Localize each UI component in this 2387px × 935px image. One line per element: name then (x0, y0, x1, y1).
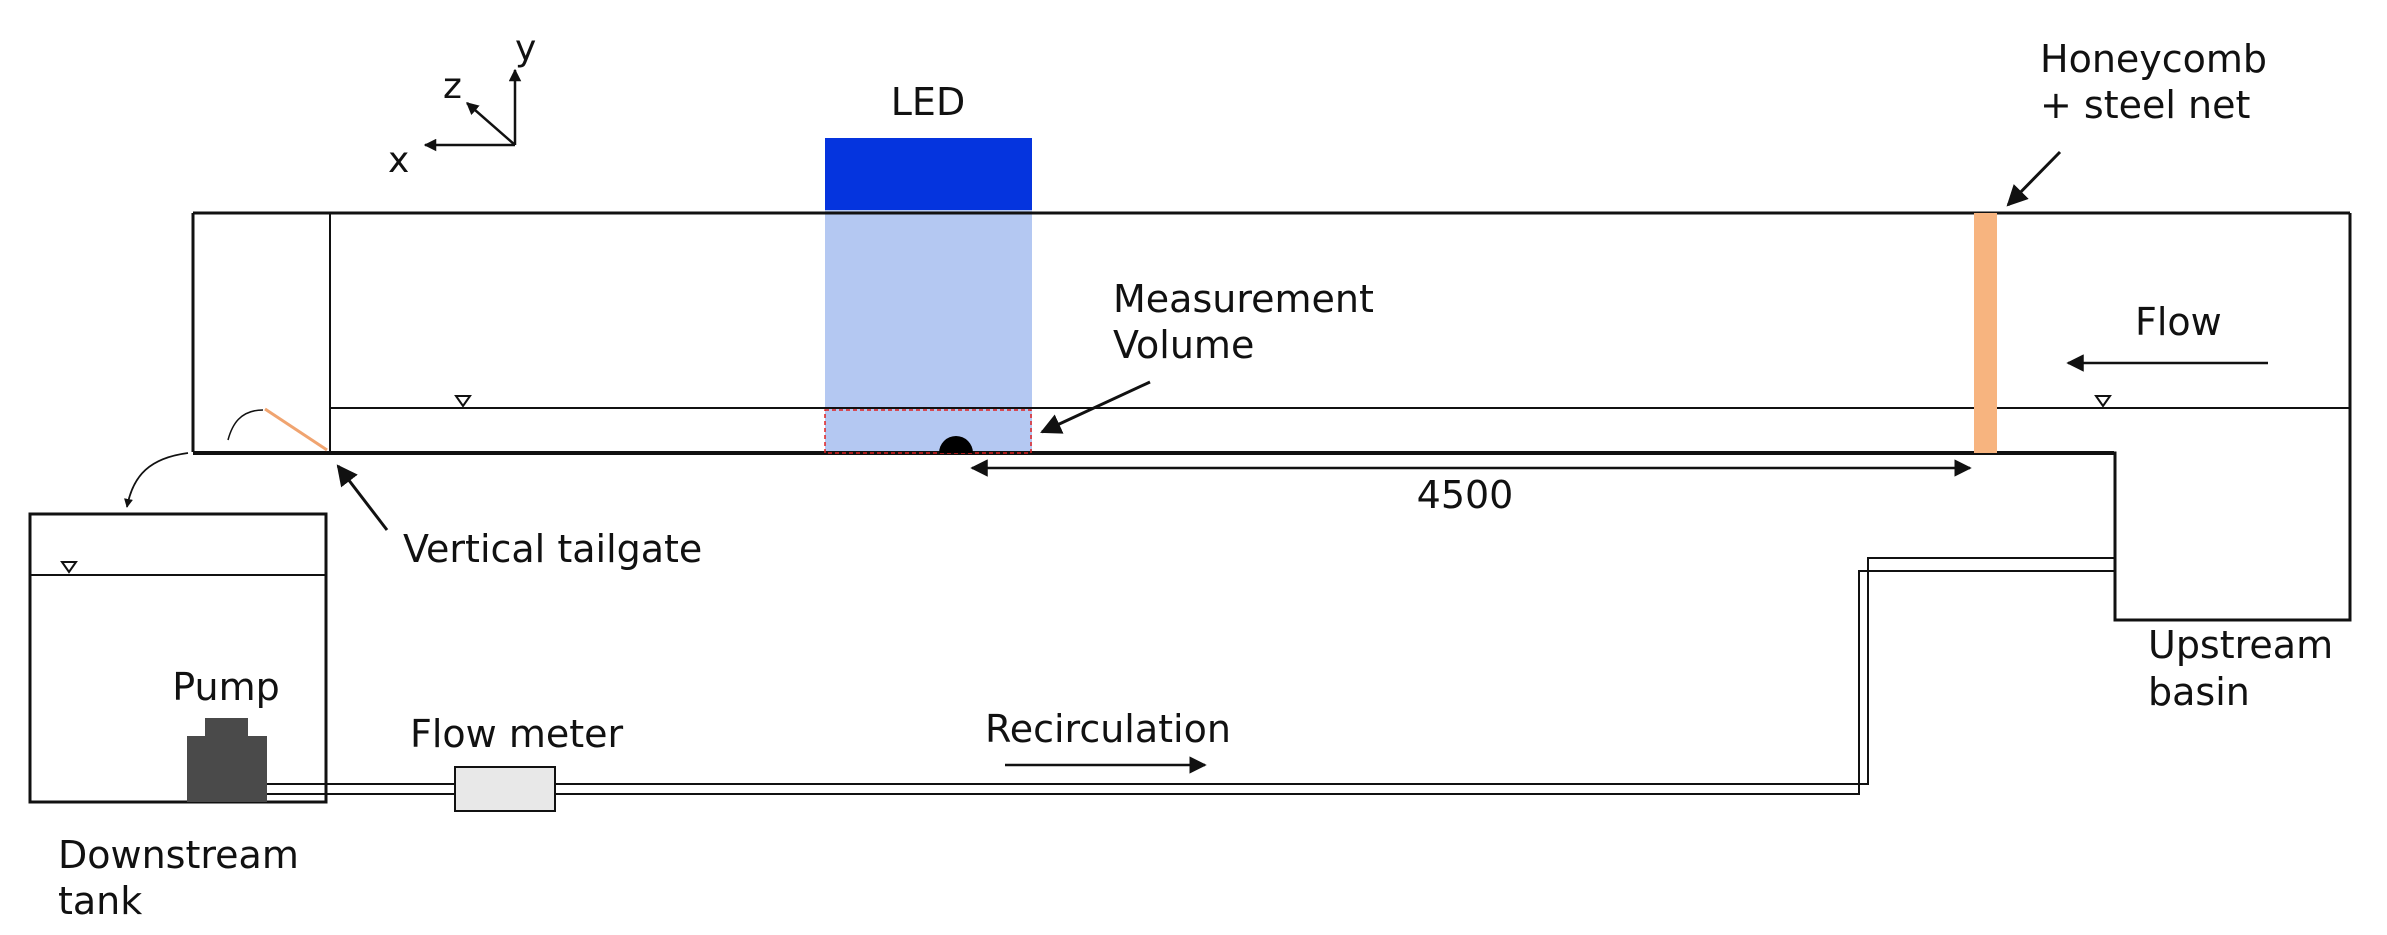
led-label: LED (891, 80, 965, 124)
z-axis-label: z (443, 66, 462, 107)
flume-channel (191, 211, 2352, 455)
downstream-tank-label-line1: Downstream (58, 833, 299, 877)
pump: Pump (172, 665, 280, 802)
led-source (825, 138, 1032, 210)
water-level-symbol-upstream (2094, 395, 2112, 408)
recirculation-label: Recirculation (985, 707, 1231, 751)
upstream-basin-label-line2: basin (2148, 670, 2250, 714)
drain-flow-arrow (124, 452, 189, 508)
pipe-outer-line (267, 557, 2115, 785)
upstream-basin: Upstream basin (1990, 408, 2352, 714)
water-level-symbol-tank (60, 561, 78, 574)
upstream-basin-outline (1990, 408, 2352, 622)
flow-meter-label: Flow meter (410, 712, 623, 756)
upstream-basin-label-line1: Upstream (2148, 623, 2333, 667)
recirculation-pipe (267, 557, 2115, 795)
measurement-volume-box (824, 409, 1032, 454)
obstacle-model (939, 436, 973, 453)
x-axis-label: x (388, 140, 409, 181)
water-level-symbol-flume (454, 395, 472, 408)
pump-body (187, 736, 267, 802)
tailgate-pointer-arrow (336, 464, 389, 531)
measurement-label-line2: Volume (1113, 323, 1254, 367)
tailgate-flap (264, 407, 328, 452)
honeycomb-label-line2: + steel net (2040, 83, 2250, 127)
honeycomb-pointer-arrow (2006, 150, 2062, 207)
measurement-pointer-arrow (1040, 380, 1151, 434)
downstream-tank: Downstream tank (28, 512, 328, 923)
honeycomb-label-line1: Honeycomb (2040, 37, 2267, 81)
vertical-tailgate-label: Vertical tailgate (403, 527, 702, 571)
measurement-label-line1: Measurement (1113, 277, 1374, 321)
y-axis-label: y (515, 28, 536, 69)
pump-label: Pump (172, 665, 279, 709)
honeycomb-steel-net (1974, 213, 1997, 453)
pipe-inner-line (267, 570, 2115, 795)
pump-motor-top (205, 718, 248, 738)
coordinate-axes: y x z (388, 28, 536, 181)
downstream-tank-label-line2: tank (58, 879, 142, 923)
dimension-label: 4500 (1417, 473, 1514, 517)
flow-meter (454, 766, 556, 812)
downstream-tank-outline (28, 512, 328, 804)
overflow-curve (227, 409, 264, 441)
flow-label: Flow (2135, 300, 2222, 344)
light-beam (825, 210, 1032, 455)
z-axis-arrow (466, 102, 516, 146)
